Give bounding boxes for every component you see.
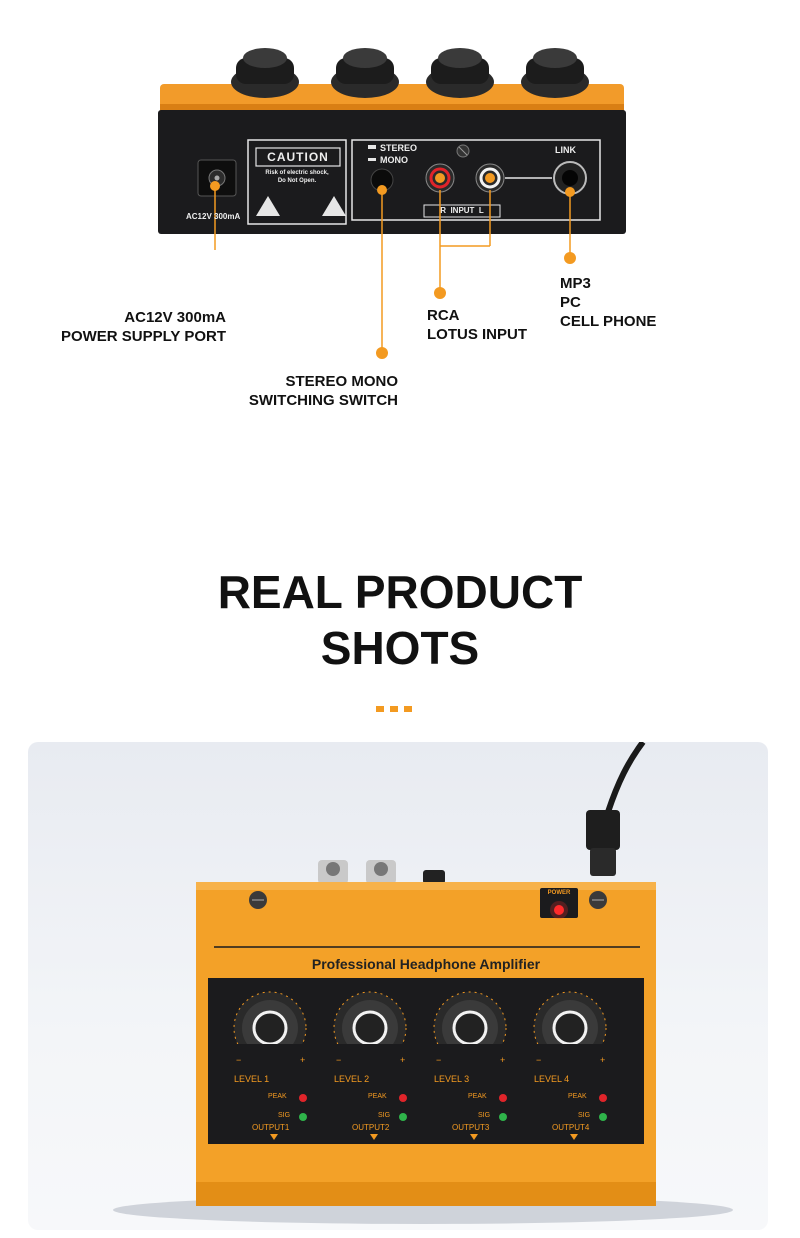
power-led-label: POWER	[547, 890, 571, 896]
headline-line-2: SHOTS	[320, 622, 480, 674]
amplifier-front-illustration	[113, 742, 733, 1224]
sig-label-1: SIG	[278, 1112, 291, 1119]
caution-line-2: Do Not Open.	[277, 178, 317, 184]
headline-divider-dots	[376, 699, 424, 712]
minus-sign-2: −	[336, 1055, 342, 1065]
level-4-label: LEVEL 4	[534, 1074, 570, 1084]
output-3-label: OUTPUT3	[452, 1123, 490, 1132]
plus-sign-1: +	[300, 1055, 306, 1065]
plus-sign-3: +	[500, 1055, 506, 1065]
level-1-label: LEVEL 1	[234, 1074, 270, 1084]
callout-rca: RCA LOTUS INPUT	[427, 306, 527, 344]
callout-switch-line1: STEREO MONO	[285, 373, 398, 390]
minus-sign-3: −	[436, 1055, 442, 1065]
callout-power-line1: AC12V 300mA	[124, 309, 226, 326]
callout-link: MP3 PC CELL PHONE	[560, 274, 656, 331]
peak-label-3: PEAK	[468, 1093, 487, 1100]
front-panel-title: Professional Headphone Amplifier	[311, 956, 541, 972]
callout-switch: STEREO MONO SWITCHING SWITCH	[180, 372, 398, 410]
sig-label-3: SIG	[478, 1112, 491, 1119]
rear-power-label: AC12V 300mA	[186, 212, 241, 221]
callout-rca-line1: RCA	[427, 307, 460, 324]
callout-power-line2: POWER SUPPLY PORT	[60, 328, 226, 345]
peak-label-1: PEAK	[268, 1093, 287, 1100]
peak-label-4: PEAK	[568, 1093, 587, 1100]
callout-rca-line2: LOTUS INPUT	[427, 326, 527, 343]
link-label: LINK	[555, 145, 576, 155]
callout-switch-line2: SWITCHING SWITCH	[248, 392, 398, 409]
product-photo: POWER Professional Headphone Amplifier L…	[28, 742, 768, 1230]
callout-link-line1: MP3	[560, 275, 591, 292]
caution-title: CAUTION	[267, 150, 329, 164]
headline-line-1: REAL PRODUCT	[217, 566, 583, 618]
caution-line-1: Risk of electric shock,	[265, 170, 329, 176]
output-1-label: OUTPUT1	[252, 1123, 290, 1132]
callout-link-line3: CELL PHONE	[560, 313, 657, 330]
knob-top-1	[231, 48, 299, 98]
sig-label-4: SIG	[578, 1112, 591, 1119]
minus-sign-1: −	[236, 1055, 242, 1065]
callout-power: AC12V 300mA POWER SUPPLY PORT	[20, 308, 226, 346]
input-label: R INPUT L	[440, 206, 484, 215]
knob-top-3	[426, 48, 494, 98]
plus-sign-4: +	[600, 1055, 606, 1065]
plus-sign-2: +	[400, 1055, 406, 1065]
sig-label-2: SIG	[378, 1112, 391, 1119]
callout-link-line2: PC	[560, 294, 581, 311]
output-4-label: OUTPUT4	[552, 1123, 590, 1132]
minus-sign-4: −	[536, 1055, 542, 1065]
level-3-label: LEVEL 3	[434, 1074, 470, 1084]
knob-top-4	[521, 48, 589, 98]
level-2-label: LEVEL 2	[334, 1074, 370, 1084]
mono-label: MONO	[380, 155, 408, 165]
stereo-label: STEREO	[380, 143, 418, 153]
output-2-label: OUTPUT2	[352, 1123, 390, 1132]
peak-label-2: PEAK	[368, 1093, 387, 1100]
knob-top-2	[331, 48, 399, 98]
rear-panel-illustration	[158, 48, 626, 250]
leader-lines-lower	[376, 250, 576, 359]
